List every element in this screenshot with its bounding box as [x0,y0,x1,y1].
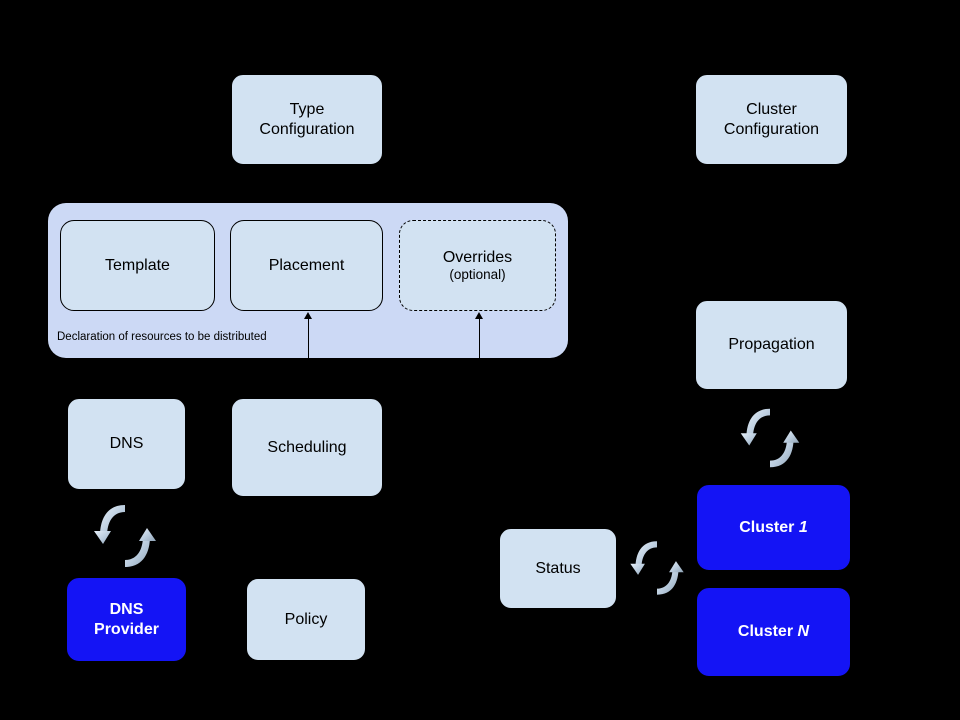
node-dns-provider-line2: Provider [94,620,159,638]
node-scheduling-label: Scheduling [267,438,347,456]
node-cluster-configuration-line1: Cluster [746,100,797,118]
sync-icon-status [630,541,684,595]
node-placement-label: Placement [268,256,345,274]
sync-icon-propagation [740,408,800,468]
node-cluster-1[interactable]: Cluster 1 [697,485,850,570]
node-cluster-configuration[interactable]: Cluster Configuration [695,74,848,165]
node-cluster-n-label: Cluster N [738,622,809,642]
node-propagation-label: Propagation [728,336,815,354]
node-type-configuration-line1: Type [289,100,325,118]
node-policy[interactable]: Policy [246,578,366,661]
node-cluster-configuration-line2: Configuration [723,120,820,138]
node-scheduling[interactable]: Scheduling [231,398,383,497]
node-dns-provider-line1: DNS [109,600,144,618]
node-placement[interactable]: Placement [230,220,383,311]
node-dns-provider[interactable]: DNS Provider [67,578,186,661]
node-overrides-sublabel: (optional) [449,267,506,283]
sync-icon-dns [94,505,156,567]
node-cluster-1-suffix: 1 [798,518,808,536]
node-cluster-1-prefix: Cluster [739,518,799,536]
node-overrides[interactable]: Overrides (optional) [399,220,556,311]
node-cluster-n-prefix: Cluster [737,623,798,641]
node-propagation[interactable]: Propagation [695,300,848,390]
node-cluster-n[interactable]: Cluster N [697,588,850,676]
node-overrides-label: Overrides [442,248,513,266]
node-dns-label: DNS [109,435,144,453]
node-type-configuration-line2: Configuration [259,120,355,138]
node-policy-label: Policy [284,610,328,628]
node-cluster-1-label: Cluster 1 [739,518,807,538]
group-caption: Declaration of resources to be distribut… [57,331,267,343]
node-status[interactable]: Status [499,528,617,609]
node-type-configuration[interactable]: Type Configuration [231,74,383,165]
node-dns[interactable]: DNS [67,398,186,490]
node-cluster-n-suffix: N [797,623,810,641]
node-status-label: Status [535,559,581,577]
node-template[interactable]: Template [60,220,215,311]
node-template-label: Template [105,256,170,274]
